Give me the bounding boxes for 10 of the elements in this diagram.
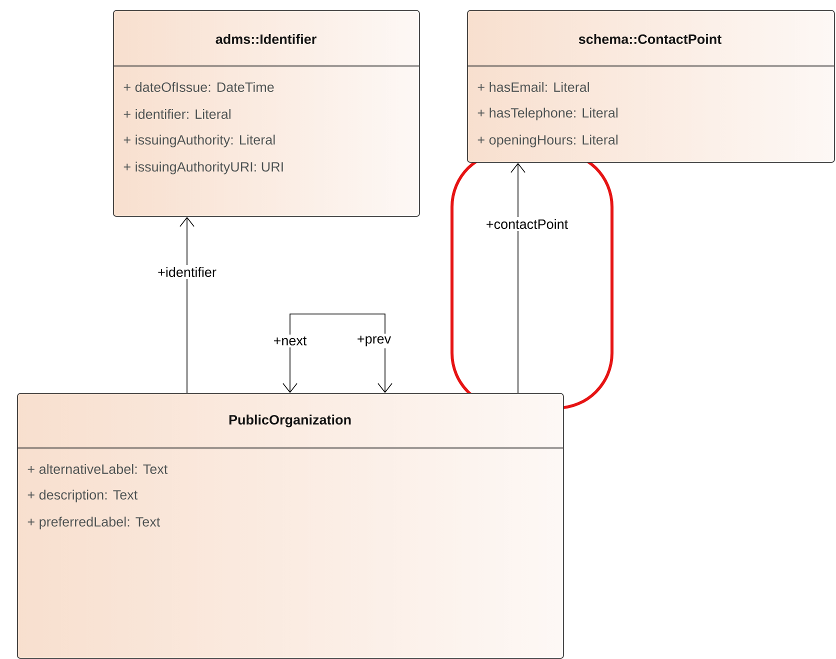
role-label: +prev (354, 334, 394, 348)
class-box: schema::ContactPoint + hasEmail: Literal + hasTelephone: Literal + openingHours: Literal (466, 10, 835, 163)
association-line (282, 314, 392, 393)
association-line (510, 162, 526, 394)
role-label: +next (271, 334, 309, 348)
class-box: adms::Identifier + dateOfIssue: DateTime + identifier: Literal + issuingAuthority: Literal + issuingAuthorityURI: URI (112, 10, 420, 217)
association-line (180, 216, 194, 394)
role-label: +contactPoint (484, 217, 570, 231)
role-label: +identifier (156, 265, 218, 279)
class-box: PublicOrganization + alternativeLabel: Text + description: Text + preferredLabel: Text (16, 393, 564, 659)
